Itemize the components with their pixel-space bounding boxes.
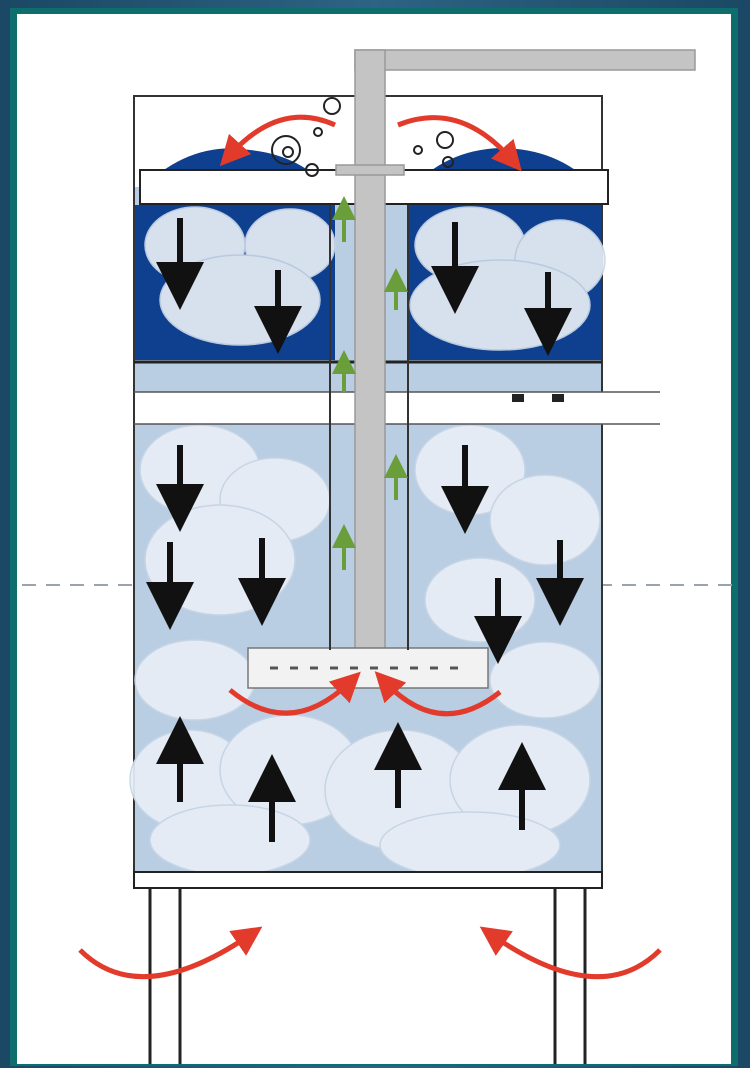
column-diagram [0, 0, 750, 1068]
diagram-frame [0, 0, 750, 1068]
